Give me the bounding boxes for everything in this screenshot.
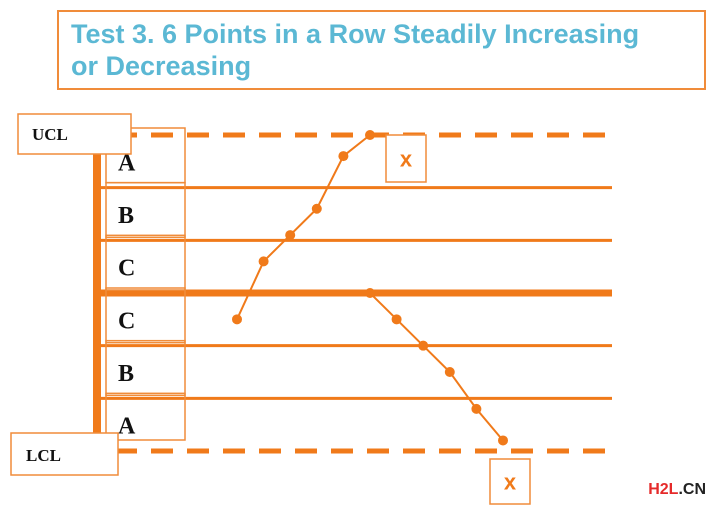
- data-point: [285, 230, 296, 241]
- zone-box: [105, 339, 186, 397]
- x-mark-lower-box: [489, 458, 531, 505]
- zone-label: B: [118, 203, 134, 229]
- series-line-2: [369, 292, 504, 442]
- title-line-1: Test 3. 6 Points in a Row Steadily Incre…: [71, 19, 640, 49]
- series-line-1: [236, 134, 371, 320]
- lcl-label: LCL: [26, 446, 61, 465]
- watermark-cn: .CN: [678, 481, 706, 498]
- zone-labels: A B CC B A: [105, 127, 186, 441]
- ucl-box: [17, 113, 132, 155]
- data-point: [498, 435, 508, 446]
- data-series: [232, 130, 508, 446]
- data-point: [258, 256, 269, 267]
- data-point: [365, 288, 375, 298]
- data-point: [444, 367, 455, 377]
- x-mark-upper: x: [400, 147, 413, 172]
- zone-label: C: [118, 256, 135, 282]
- data-point: [471, 403, 482, 414]
- ucl-label: UCL: [32, 125, 68, 144]
- zone-box: [105, 234, 186, 291]
- data-point: [418, 340, 429, 351]
- title-box: Test 3. 6 Points in a Row Steadily Incre…: [57, 10, 706, 90]
- data-point: [338, 151, 349, 162]
- lcl-box: [10, 432, 119, 476]
- title-line-2: or Decreasing: [71, 51, 252, 81]
- zone-label: A: [118, 414, 136, 440]
- zone-box: [105, 181, 186, 239]
- data-point: [391, 314, 402, 325]
- data-point: [232, 314, 242, 325]
- data-point: [311, 203, 322, 214]
- x-mark-upper-box: [385, 134, 427, 183]
- data-point: [365, 130, 375, 140]
- x-marks: xx: [385, 134, 531, 505]
- zone-label: A: [118, 150, 136, 176]
- chart-lines: [93, 122, 612, 466]
- x-mark-lower: x: [504, 470, 517, 495]
- limit-labels: UCL LCL: [10, 113, 132, 476]
- zone-box: [105, 287, 186, 344]
- watermark: H2L.CN: [648, 481, 706, 499]
- zone-label: B: [118, 361, 134, 387]
- zone-label: C: [118, 308, 135, 334]
- zone-box: [105, 392, 186, 441]
- watermark-h2l: H2L: [648, 481, 679, 498]
